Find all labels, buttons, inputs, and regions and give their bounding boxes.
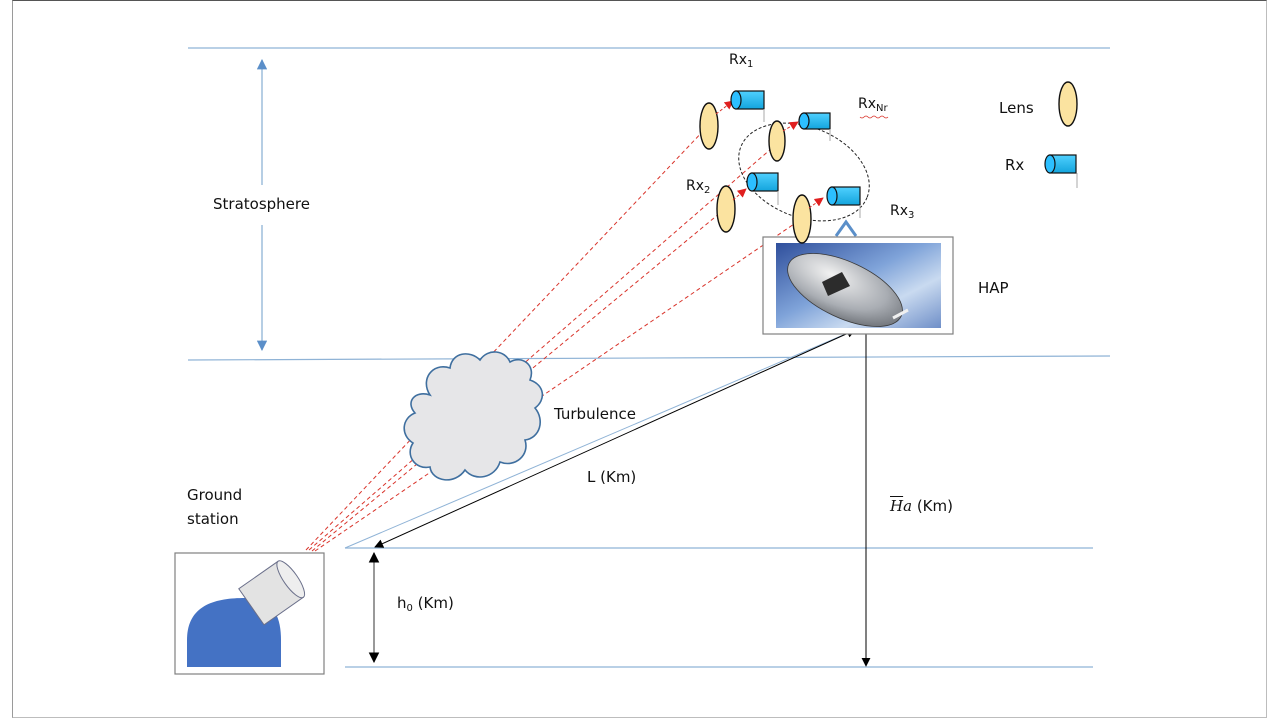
legend-lens-icon (1058, 81, 1078, 127)
hap-fin (892, 308, 909, 320)
link-distance-arrow (374, 329, 856, 548)
focus-arrow-rx1 (715, 100, 734, 115)
legend-lens-label: Lens (999, 99, 1034, 117)
rx2-text: Rx (686, 178, 705, 194)
ground-height-subscript: 0 (406, 603, 413, 614)
hap-platform (762, 219, 954, 335)
hap-altitude-symbol-a: a (903, 497, 913, 515)
hap-mount (834, 219, 858, 237)
rx1-text: Rx (729, 52, 748, 68)
hap-gondola (822, 272, 850, 296)
focus-arrow-rx3 (808, 197, 824, 209)
lens-rxnr (768, 120, 786, 162)
turbulence-label: Turbulence (554, 405, 636, 423)
hap-altitude-label: Ha (Km) (890, 497, 953, 515)
spellcheck-underline (859, 115, 889, 119)
rx3-text: Rx (890, 203, 909, 219)
receiver-rx3 (826, 186, 861, 218)
legend-rx-label: Rx (1005, 156, 1025, 174)
stratosphere-bottom-line (187, 355, 1111, 361)
ground-height-unit: (Km) (412, 594, 454, 612)
receiver-rxnr (798, 112, 831, 141)
slide-frame (12, 0, 1267, 718)
rxnr-label: RxNr (858, 96, 888, 114)
legend-rx-icon (1044, 154, 1078, 188)
lens-rx2 (716, 185, 736, 233)
link-distance-label: L (Km) (587, 468, 637, 486)
ground-height-label: h0 (Km) (397, 594, 454, 614)
lenses (699, 102, 812, 244)
focus-arrow-rx2 (732, 188, 747, 201)
receiver-rx2 (746, 172, 779, 205)
receivers (730, 90, 861, 218)
receiver-rx1 (730, 90, 765, 122)
beam-rx1 (305, 127, 707, 551)
rx1-label: Rx1 (729, 52, 753, 70)
lens-rx3 (792, 194, 812, 244)
ground-height-symbol: h (397, 594, 407, 612)
legend (1044, 81, 1078, 188)
rxnr-text: Rx (858, 96, 877, 112)
ground-station (174, 552, 325, 675)
rx1-subscript: 1 (747, 59, 754, 70)
telescope-icon (238, 560, 306, 626)
receiver-array-boundary (738, 122, 870, 222)
rx3-label: Rx3 (890, 203, 914, 221)
hap-airship (787, 253, 903, 327)
hap-altitude-unit: (Km) (912, 497, 953, 515)
turbulence-cloud (403, 351, 544, 481)
lens-rx1 (699, 102, 719, 150)
ground-station-label-line2: station (187, 510, 239, 528)
focus-arrow-rxnr (782, 121, 799, 132)
rx2-subscript: 2 (704, 185, 711, 196)
hap-label: HAP (978, 279, 1009, 297)
stratosphere-label: Stratosphere (213, 195, 310, 213)
rx3-subscript: 3 (908, 210, 915, 221)
lens-to-rx-arrows (715, 100, 824, 209)
beam-rxnr (308, 147, 773, 551)
rx2-label: Rx2 (686, 178, 710, 196)
hap-altitude-symbol-h: H (890, 497, 904, 515)
beam-rx2 (311, 212, 721, 552)
beam-rx3 (314, 221, 798, 552)
ground-station-label-line1: Ground (187, 486, 243, 504)
rxnr-subscript: Nr (876, 103, 888, 114)
